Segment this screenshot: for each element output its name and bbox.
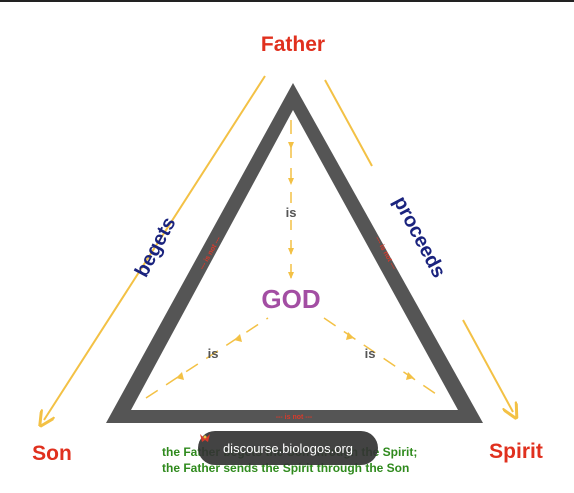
begets-arrow (44, 75, 266, 420)
is-arrowhead (288, 272, 294, 279)
spirit-label: Spirit (489, 440, 543, 463)
watermark-text: discourse.biologos.org (222, 440, 354, 456)
proceeds-arrow-upper (324, 79, 373, 167)
is-arrowhead (288, 142, 294, 149)
is-arrowhead (288, 178, 294, 185)
is-arrowhead (406, 372, 414, 380)
proceeds-label: proceeds (389, 193, 450, 282)
is-arrowhead (234, 334, 242, 342)
triangle-interior (131, 110, 458, 410)
is-not-label-bottom: --- is not --- (276, 414, 313, 421)
father-label: Father (261, 33, 325, 56)
begets-label: begets (131, 214, 181, 281)
son-label: Son (32, 442, 72, 465)
biologos-logo-icon (200, 434, 210, 442)
proceeds-arrow-lower (462, 319, 513, 412)
is-label-left: is (208, 346, 219, 361)
is-arrow-son-god (145, 317, 269, 399)
is-arrowhead (176, 372, 184, 380)
is-label-bg (280, 203, 302, 220)
is-label-top: is (286, 205, 297, 220)
is-label-right: is (365, 346, 376, 361)
is-arrowhead (346, 332, 354, 340)
is-arrowhead (288, 248, 294, 255)
watermark-badge[interactable]: discourse.biologos.org (198, 431, 378, 465)
god-label: GOD (261, 284, 320, 314)
